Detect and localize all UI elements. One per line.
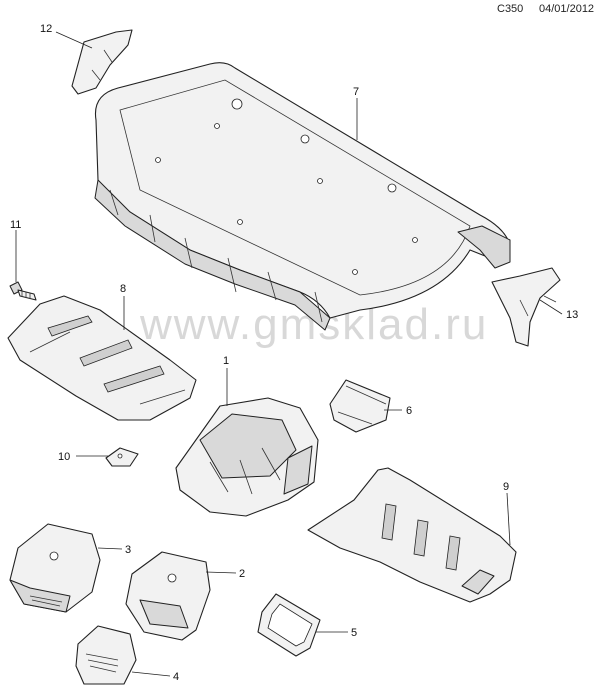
callout-12: 12 [40,23,52,35]
part-4-lens-cover [75,625,137,685]
part-11-screw [9,281,37,301]
part-6-switch-block [329,379,391,433]
part-13-bracket-right [491,267,561,347]
part-2-lamp-base [125,551,211,641]
callout-11: 11 [10,219,21,231]
part-3-lamp-housing [9,523,101,613]
callout-7: 7 [353,86,359,98]
leader-lines [15,31,563,677]
callout-5: 5 [351,627,357,639]
diagram-date: 04/01/2012 [539,3,595,15]
part-10-clip [105,447,139,467]
diagram-code: C350 [497,3,524,15]
callout-9: 9 [503,481,509,493]
callout-2: 2 [239,568,245,580]
part-1-console-housing [175,397,319,517]
callout-1: 1 [223,355,229,367]
part-9-trim-panel [307,467,517,603]
callout-10: 10 [58,451,70,463]
part-8-trim-cover [7,295,197,421]
callout-labels: 7 12 11 8 13 1 6 10 9 3 2 5 4 [10,23,578,683]
callout-6: 6 [406,405,412,417]
callout-8: 8 [120,283,126,295]
callout-13: 13 [566,309,578,321]
part-12-bracket-left [71,29,133,95]
part-7-rear-shelf [94,62,511,331]
part-5-frame [257,593,321,657]
callout-3: 3 [125,544,131,556]
callout-4: 4 [173,671,179,683]
